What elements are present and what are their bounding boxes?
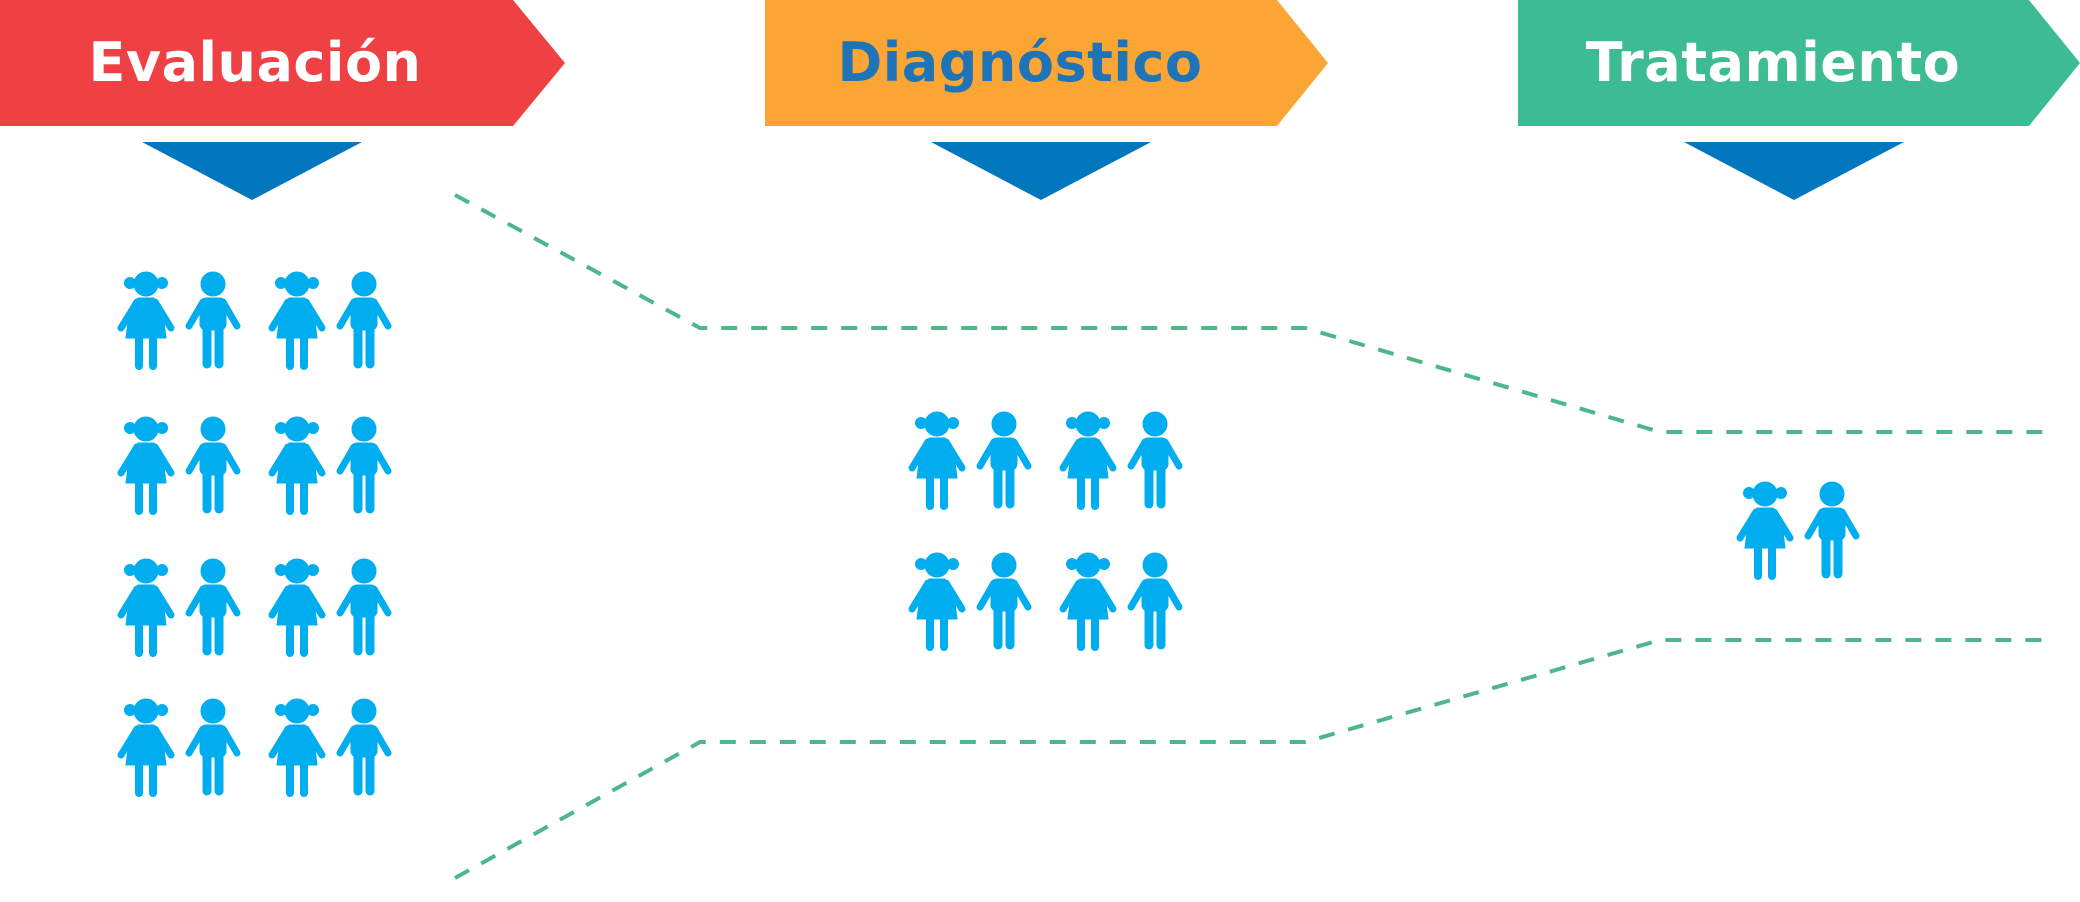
boy-icon — [189, 699, 237, 791]
girl-icon — [272, 699, 322, 793]
boy-icon — [980, 412, 1028, 504]
girl-icon — [272, 417, 322, 511]
boy-icon — [189, 272, 237, 364]
stage-banner-2 — [1518, 0, 2080, 126]
pointer-triangle-icon — [142, 142, 362, 200]
girl-icon — [1063, 412, 1113, 506]
boy-icon — [340, 559, 388, 651]
girl-icon — [1063, 553, 1113, 647]
pointer-triangle-icon — [931, 142, 1151, 200]
girl-icon — [912, 553, 962, 647]
girl-icon — [272, 559, 322, 653]
girl-icon — [121, 272, 171, 366]
boy-icon — [189, 559, 237, 651]
boy-icon — [340, 699, 388, 791]
boy-icon — [980, 553, 1028, 645]
funnel-top-line — [454, 193, 2045, 434]
boy-icon — [340, 272, 388, 364]
girl-icon — [121, 559, 171, 653]
girl-icon — [1740, 482, 1790, 576]
girl-icon — [121, 699, 171, 793]
pointer-triangle-icon — [1684, 142, 1904, 200]
boy-icon — [1808, 482, 1856, 574]
girl-icon — [272, 272, 322, 366]
boy-icon — [340, 417, 388, 509]
boy-icon — [1131, 412, 1179, 504]
stage-banner-0 — [0, 0, 565, 126]
girl-icon — [121, 417, 171, 511]
funnel-bottom-line — [454, 638, 2045, 880]
girl-icon — [912, 412, 962, 506]
stage-banner-1 — [765, 0, 1328, 126]
boy-icon — [1131, 553, 1179, 645]
boy-icon — [189, 417, 237, 509]
